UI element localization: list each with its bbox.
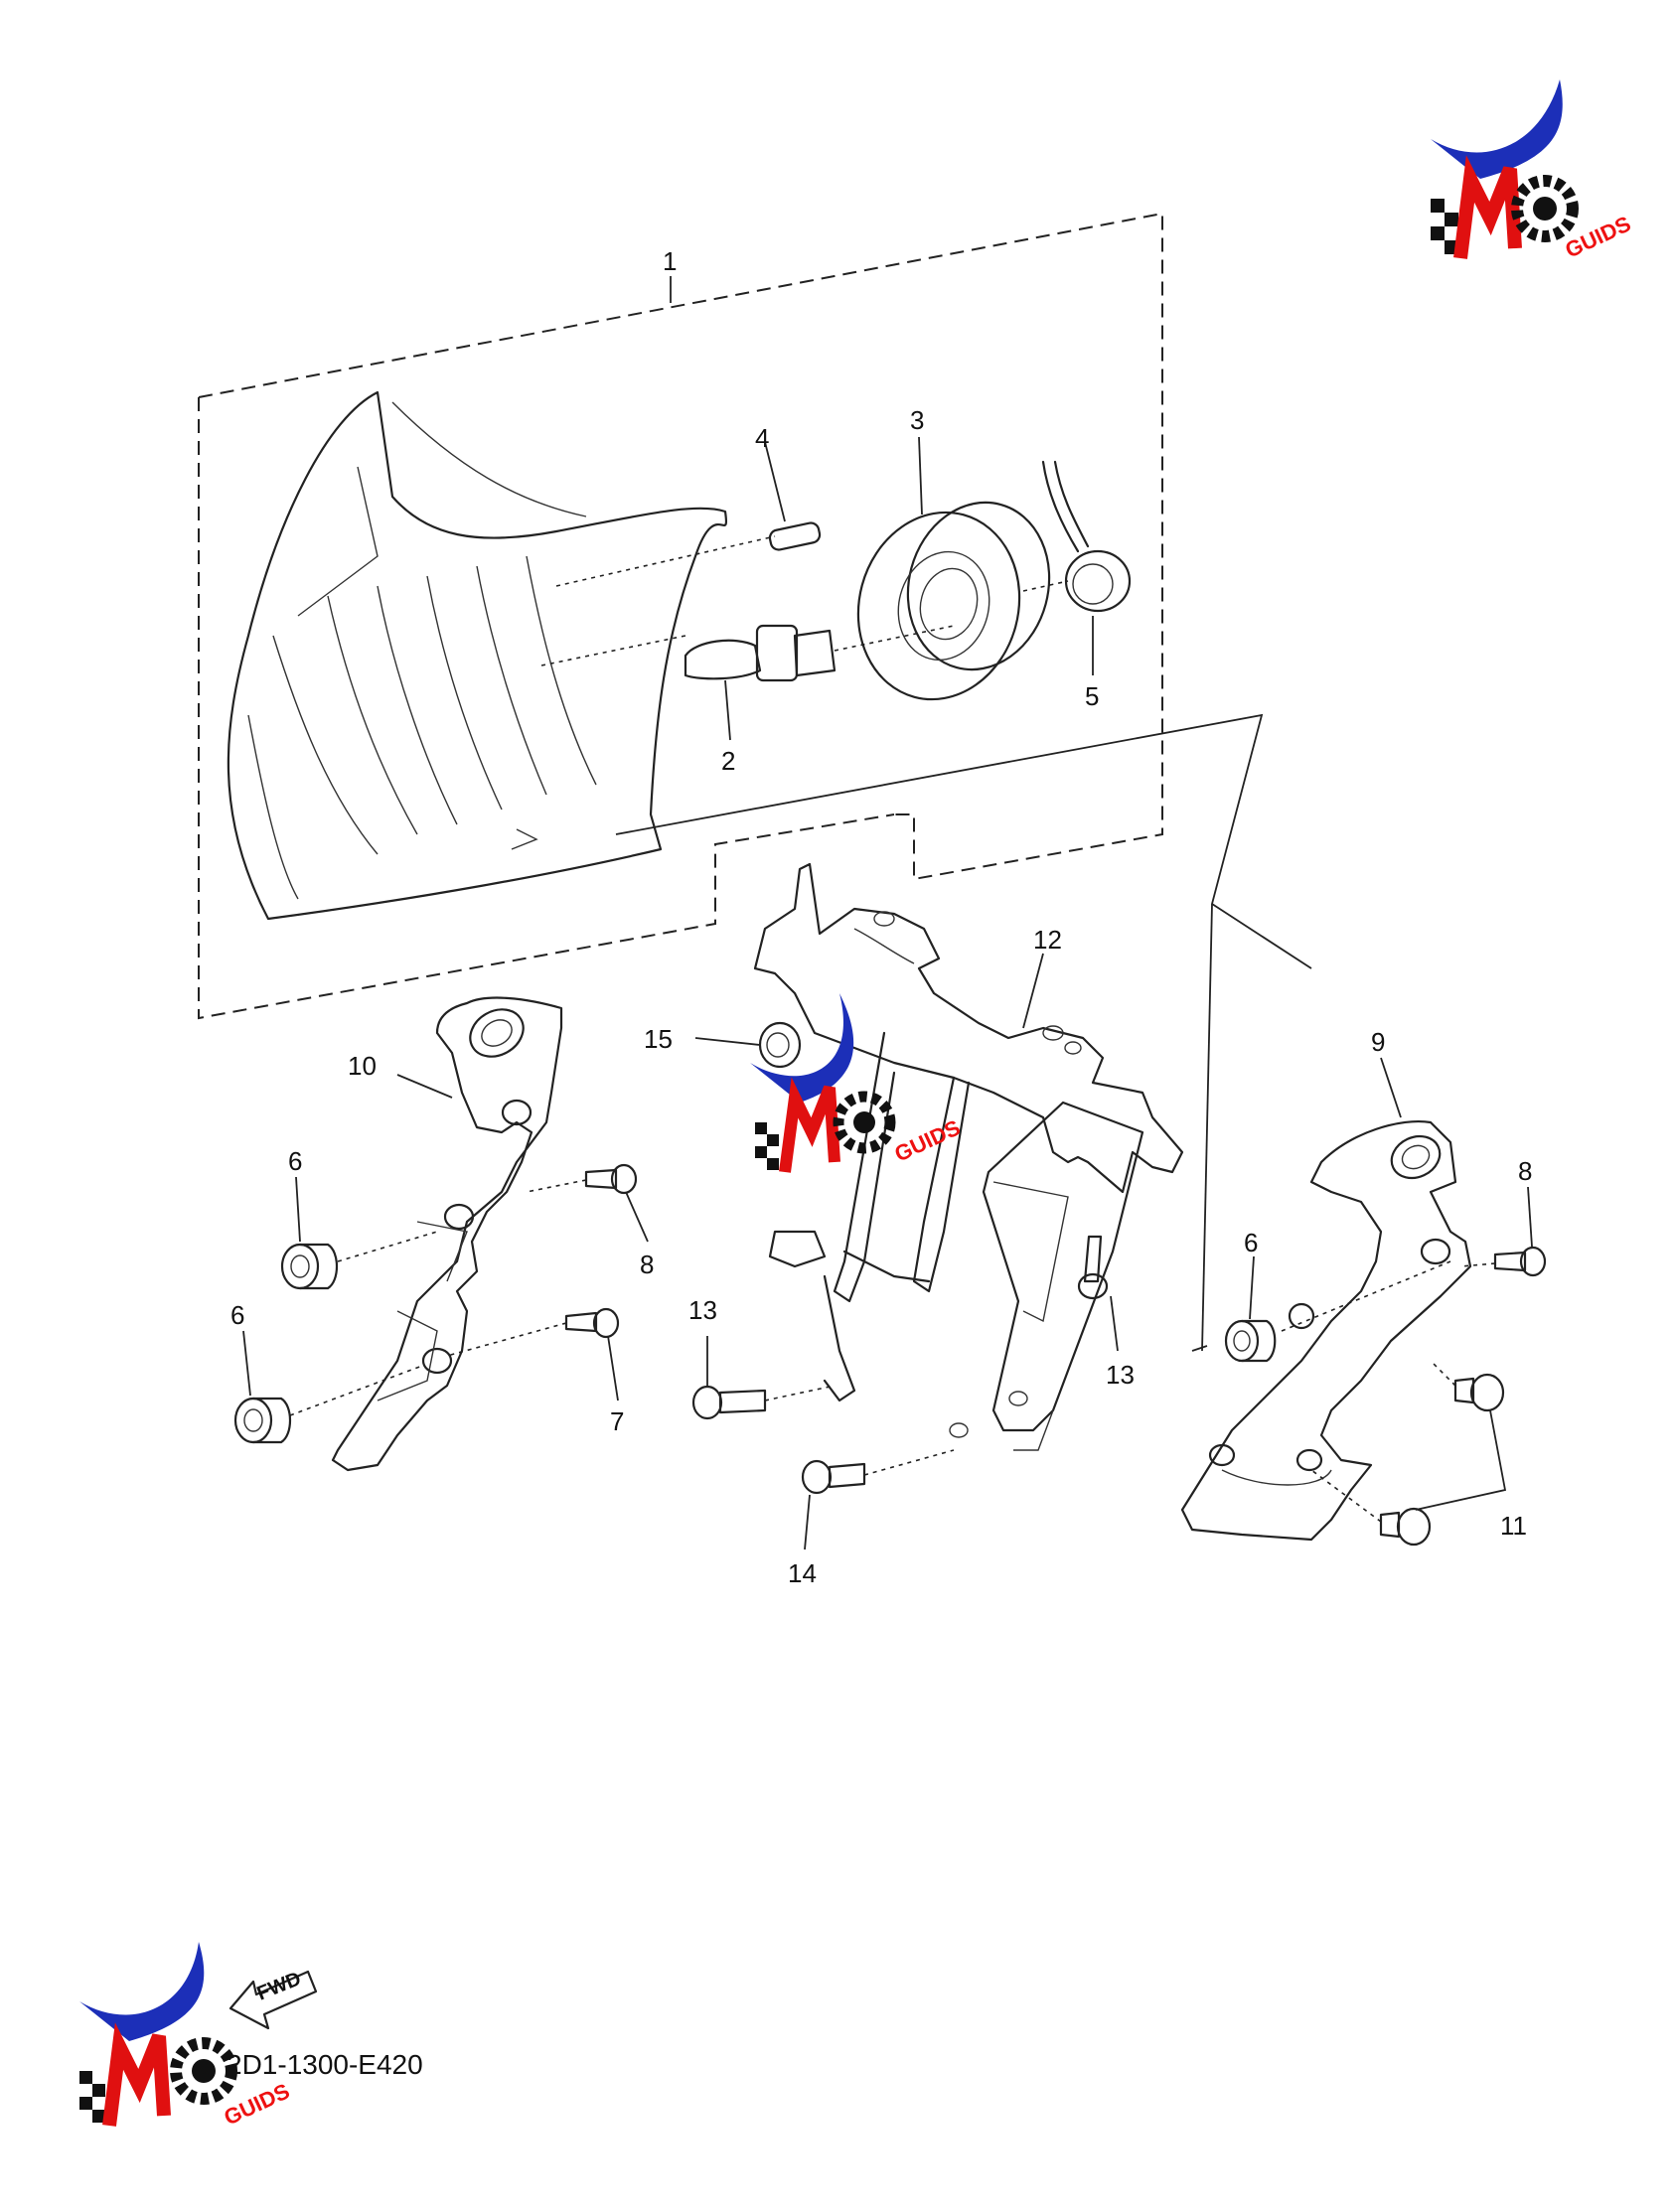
bolt-14 [801,1449,955,1550]
bulb-cover [856,436,1069,701]
grommet-lower-left [233,1330,423,1444]
callout-15: 15 [644,1024,673,1054]
bolt-13-center [1077,1235,1119,1352]
screw-11-lower [1310,1469,1432,1547]
position-bulb [764,441,822,551]
svg-text:GUIDS: GUIDS [891,1114,965,1166]
bolt-8-right [1459,1186,1547,1277]
left-cover-bracket [331,996,563,1472]
bolt-8-left [526,1163,649,1243]
callout-9: 9 [1371,1027,1385,1057]
callout-8b: 8 [1518,1156,1532,1186]
callout-5: 5 [1085,681,1099,711]
callout-12: 12 [1033,925,1062,955]
bolt-13-left [691,1336,836,1420]
callout-14: 14 [788,1558,817,1588]
callout-4: 4 [755,423,769,453]
callout-6a: 6 [288,1146,302,1176]
watermark-logo-bottom-left: GUIDS [79,1942,293,2131]
callout-6b: 6 [230,1300,244,1330]
bulb-socket [1041,460,1132,675]
callout-13b: 13 [1106,1360,1135,1390]
grommet-upper-left [280,1176,438,1290]
diagram-code: 2D1-1300-E420 [227,2049,423,2080]
callout-1: 1 [663,246,677,276]
assembly-outline [198,212,1163,1020]
forward-arrow: FWD [228,1968,318,2030]
screw-11-upper [1430,1360,1505,1412]
watermark-logo-center: GUIDS [750,993,965,1173]
callout-labels: 1 2 3 4 5 6 6 6 7 8 8 9 10 11 12 13 13 1… [230,246,1532,1588]
headlight-bracket [753,862,1184,1451]
headlight-bulb [684,624,955,741]
callout-3: 3 [910,405,924,435]
callout-10: 10 [348,1051,377,1081]
callout-13a: 13 [688,1295,717,1325]
callout-2: 2 [721,746,735,776]
right-cover-bracket [1180,1057,1472,1542]
headlight-lens [227,390,776,921]
watermark-logo-top-right: GUIDS [1431,79,1634,263]
svg-text:GUIDS: GUIDS [1562,211,1635,262]
grommet-right [1224,1255,1451,1363]
callout-7: 7 [610,1406,624,1436]
callout-11: 11 [1500,1511,1527,1541]
callout-6c: 6 [1244,1228,1258,1257]
screw-7 [446,1307,620,1401]
wire-clamp [694,1021,802,1069]
callout-8a: 8 [640,1250,654,1279]
